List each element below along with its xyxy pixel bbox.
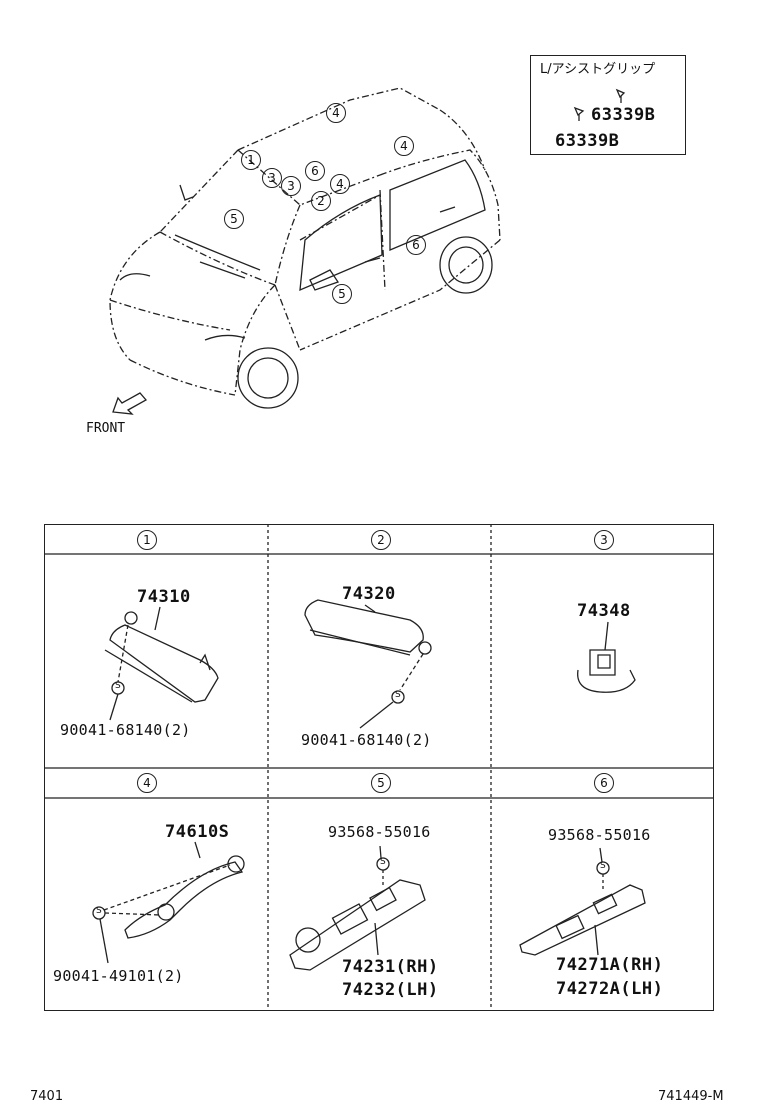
- screw-symbol: S: [115, 681, 121, 691]
- screw-number: 93568-55016: [548, 826, 651, 844]
- cell-number: 2: [371, 530, 391, 550]
- switch-74231: [289, 845, 426, 971]
- callout-circle: 1: [241, 150, 261, 170]
- screw-number: 90041-68140(2): [60, 721, 191, 739]
- inset-title: L/アシストグリップ: [540, 62, 656, 77]
- car-details: [119, 159, 493, 409]
- page-code: 7401: [30, 1089, 64, 1104]
- screw-number: 90041-49101(2): [53, 967, 184, 985]
- callout-circle: 5: [224, 209, 244, 229]
- cell-number: 1: [137, 530, 157, 550]
- screw-symbol: S: [380, 857, 386, 867]
- cell-number: 5: [371, 773, 391, 793]
- parts-grid: [44, 524, 714, 1011]
- callout-circle: 4: [326, 103, 346, 123]
- cell-number: 6: [594, 773, 614, 793]
- part-number-rh: 74231(RH): [342, 957, 439, 977]
- callout-circle: 6: [305, 161, 325, 181]
- part-number: 74320: [342, 584, 396, 604]
- screw-number: 90041-68140(2): [301, 731, 432, 749]
- callout-circle: 4: [394, 136, 414, 156]
- front-arrow: [112, 392, 148, 415]
- clip-icons: [573, 88, 626, 121]
- grip-74610S: [92, 841, 245, 964]
- inset-part-a: 63339B: [591, 105, 656, 125]
- cell-number: 3: [594, 530, 614, 550]
- inset-part-b: 63339B: [555, 131, 620, 151]
- screw-symbol: S: [395, 690, 401, 700]
- callout-circle: 6: [406, 235, 426, 255]
- part-number-lh: 74272A(LH): [556, 979, 664, 999]
- part-number: 74610S: [165, 822, 230, 842]
- screw-symbol: S: [600, 861, 606, 871]
- part-number-rh: 74271A(RH): [556, 955, 664, 975]
- callout-circle: 3: [262, 168, 282, 188]
- visor-74320: [304, 599, 432, 729]
- part-number: 74348: [577, 601, 631, 621]
- visor-74310: [104, 606, 219, 721]
- callout-circle: 4: [330, 174, 350, 194]
- callout-circle: 5: [332, 284, 352, 304]
- screw-number: 93568-55016: [328, 823, 431, 841]
- cell-number: 4: [137, 773, 157, 793]
- front-label: FRONT: [86, 421, 126, 436]
- screw-symbol: S: [96, 906, 102, 916]
- callout-circle: 3: [281, 176, 301, 196]
- drawing-code: 741449-M: [658, 1089, 724, 1104]
- car-outline: [109, 87, 501, 396]
- callout-circle: 2: [311, 191, 331, 211]
- holder-74348: [577, 621, 636, 693]
- grid-lines: [44, 524, 714, 1011]
- part-number-lh: 74232(LH): [342, 980, 439, 1000]
- assist-grip-inset: [530, 55, 686, 155]
- part-number: 74310: [137, 587, 191, 607]
- switch-74271A: [519, 847, 646, 956]
